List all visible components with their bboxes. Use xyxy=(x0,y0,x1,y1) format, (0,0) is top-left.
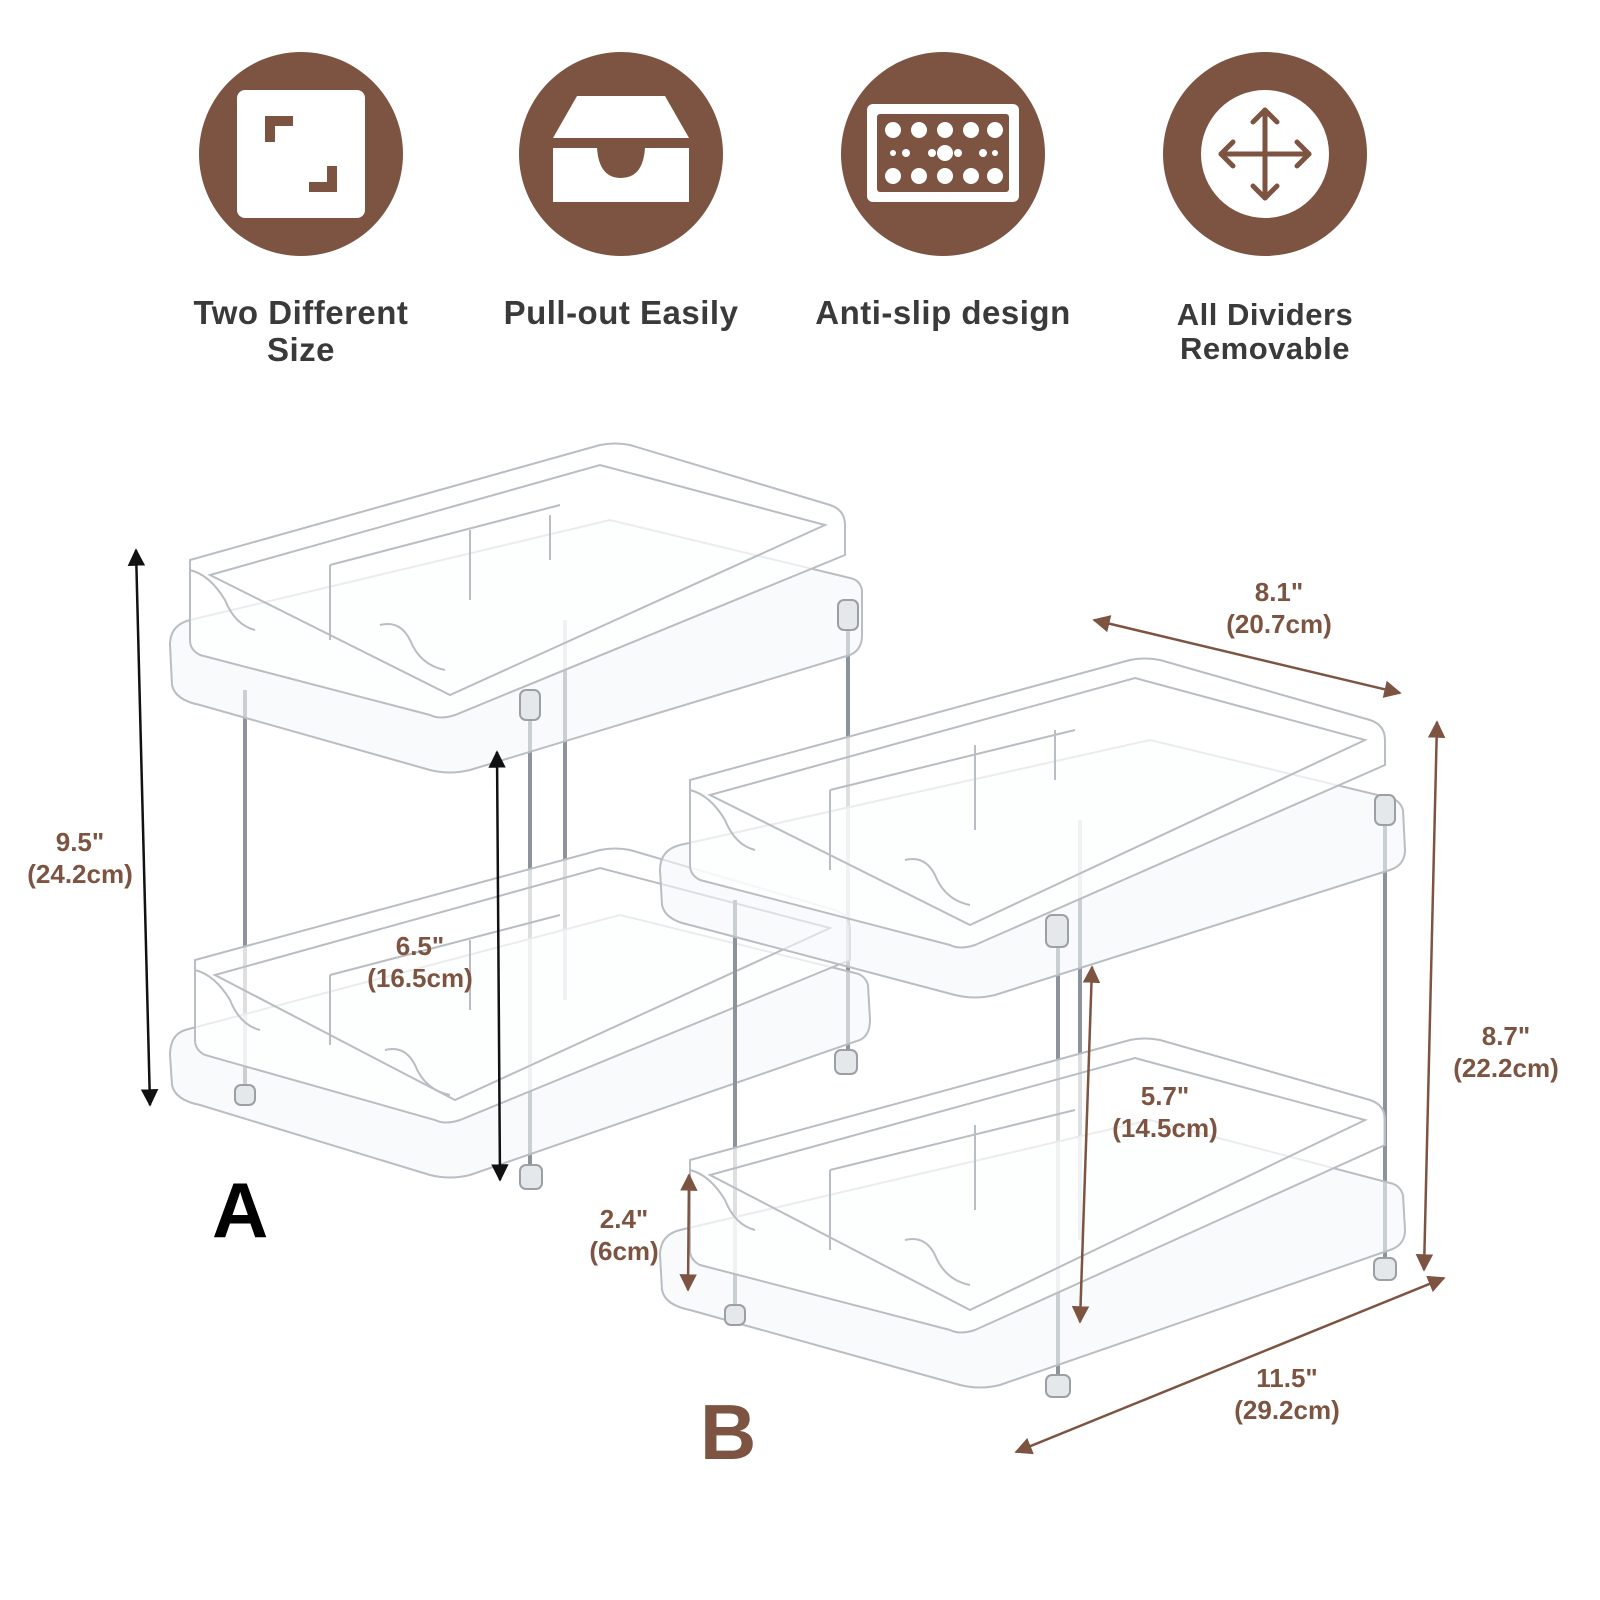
dim-b-width: 8.1" (20.7cm) xyxy=(1226,576,1332,640)
dim-inch: 5.7" xyxy=(1140,1081,1190,1111)
dim-inch: 2.4" xyxy=(599,1204,649,1234)
dim-cm: (16.5cm) xyxy=(367,963,473,993)
dim-b-tier-gap: 5.7" (14.5cm) xyxy=(1112,1080,1218,1144)
organizer-a xyxy=(168,442,872,1190)
dim-cm: (6cm) xyxy=(589,1236,659,1266)
dim-inch: 11.5" xyxy=(1256,1363,1318,1393)
feature-label-line: Removable xyxy=(1180,331,1350,366)
feature-dividers-removable: All Dividers Removable xyxy=(1115,52,1415,366)
feature-label-line: All Dividers xyxy=(1176,297,1354,332)
dim-inch: 8.1" xyxy=(1254,577,1304,607)
dim-b-length: 11.5" (29.2cm) xyxy=(1234,1362,1340,1426)
feature-circle xyxy=(519,52,723,256)
feature-circle xyxy=(199,52,403,256)
dim-a-height: 9.5" (24.2cm) xyxy=(27,826,133,890)
resize-frame-icon xyxy=(237,90,365,218)
dim-inch: 6.5" xyxy=(395,931,445,961)
feature-label-line: Size xyxy=(266,331,336,368)
product-letter-b: B xyxy=(700,1388,757,1476)
dim-cm: (14.5cm) xyxy=(1112,1113,1218,1143)
dim-a-tier-gap: 6.5" (16.5cm) xyxy=(367,930,473,994)
anti-slip-dots-icon xyxy=(867,104,1019,202)
feature-label: Two Different Size xyxy=(151,294,451,368)
feature-circle xyxy=(1163,52,1367,256)
dimension-arrows xyxy=(127,548,1446,1455)
feature-label: Pull-out Easily xyxy=(471,294,771,331)
move-arrows-icon xyxy=(1201,90,1329,218)
feature-label-line: Pull-out Easily xyxy=(503,294,739,331)
dim-inch: 8.7" xyxy=(1481,1021,1531,1051)
feature-circle xyxy=(841,52,1045,256)
feature-label-line: Two Different xyxy=(193,294,409,331)
dim-cm: (29.2cm) xyxy=(1234,1395,1340,1425)
feature-label: Anti-slip design xyxy=(793,294,1093,331)
feature-pull-out: Pull-out Easily xyxy=(471,52,771,331)
dim-inch: 9.5" xyxy=(55,827,105,857)
feature-two-sizes: Two Different Size xyxy=(151,52,451,368)
feature-label: All Dividers Removable xyxy=(1115,298,1415,366)
dim-cm: (22.2cm) xyxy=(1453,1053,1559,1083)
dim-cm: (24.2cm) xyxy=(27,859,133,889)
dim-cm: (20.7cm) xyxy=(1226,609,1332,639)
dim-b-height: 8.7" (22.2cm) xyxy=(1453,1020,1559,1084)
product-letter-a: A xyxy=(212,1166,269,1254)
feature-label-line: Anti-slip design xyxy=(815,294,1071,331)
dim-b-drawer-depth: 2.4" (6cm) xyxy=(589,1203,658,1267)
pull-out-tray-icon xyxy=(553,96,689,202)
feature-anti-slip: Anti-slip design xyxy=(793,52,1093,331)
